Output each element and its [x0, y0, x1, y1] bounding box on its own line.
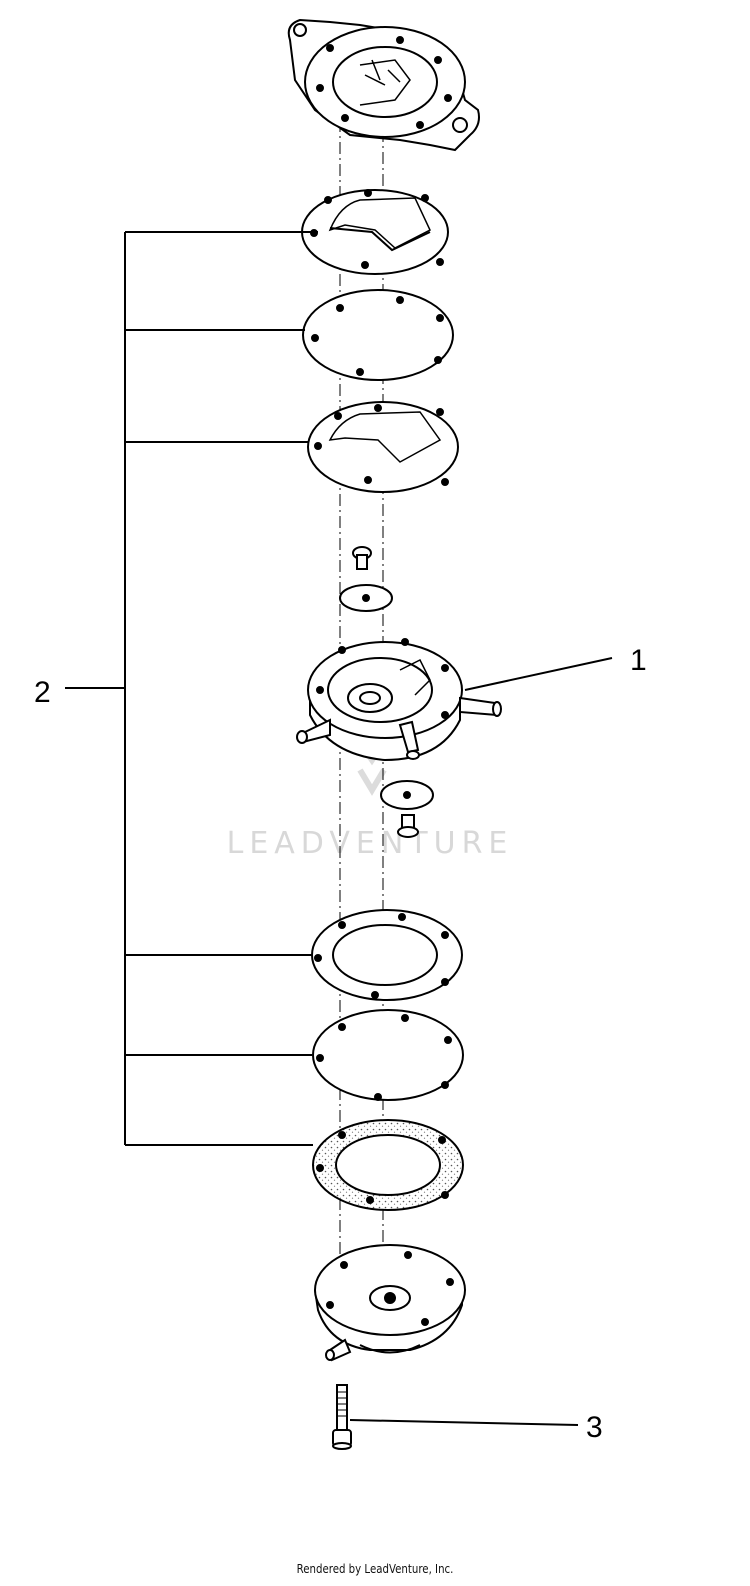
diaphragm-2 [312, 1009, 464, 1101]
callout-3: 3 [586, 1411, 603, 1444]
cover-screw [332, 1384, 352, 1450]
leadventure-watermark: LEADVENTURE [227, 733, 514, 861]
filter-gasket [312, 1119, 464, 1211]
pump-body [296, 638, 502, 762]
gasket-1 [301, 189, 449, 275]
watermark-text: LEADVENTURE [227, 826, 514, 861]
callout-2: 2 [34, 676, 51, 709]
gasket-3 [311, 909, 463, 1001]
diaphragm-1 [302, 289, 454, 381]
gasket-2 [307, 401, 459, 493]
leader-lines [65, 231, 613, 1426]
callout-1: 1 [630, 644, 647, 677]
lower-check-valve [380, 780, 434, 838]
upper-check-valve [339, 546, 393, 612]
bottom-cover [314, 1244, 466, 1362]
top-cover [287, 18, 480, 152]
footer-credit: Rendered by LeadVenture, Inc. [296, 1562, 454, 1576]
